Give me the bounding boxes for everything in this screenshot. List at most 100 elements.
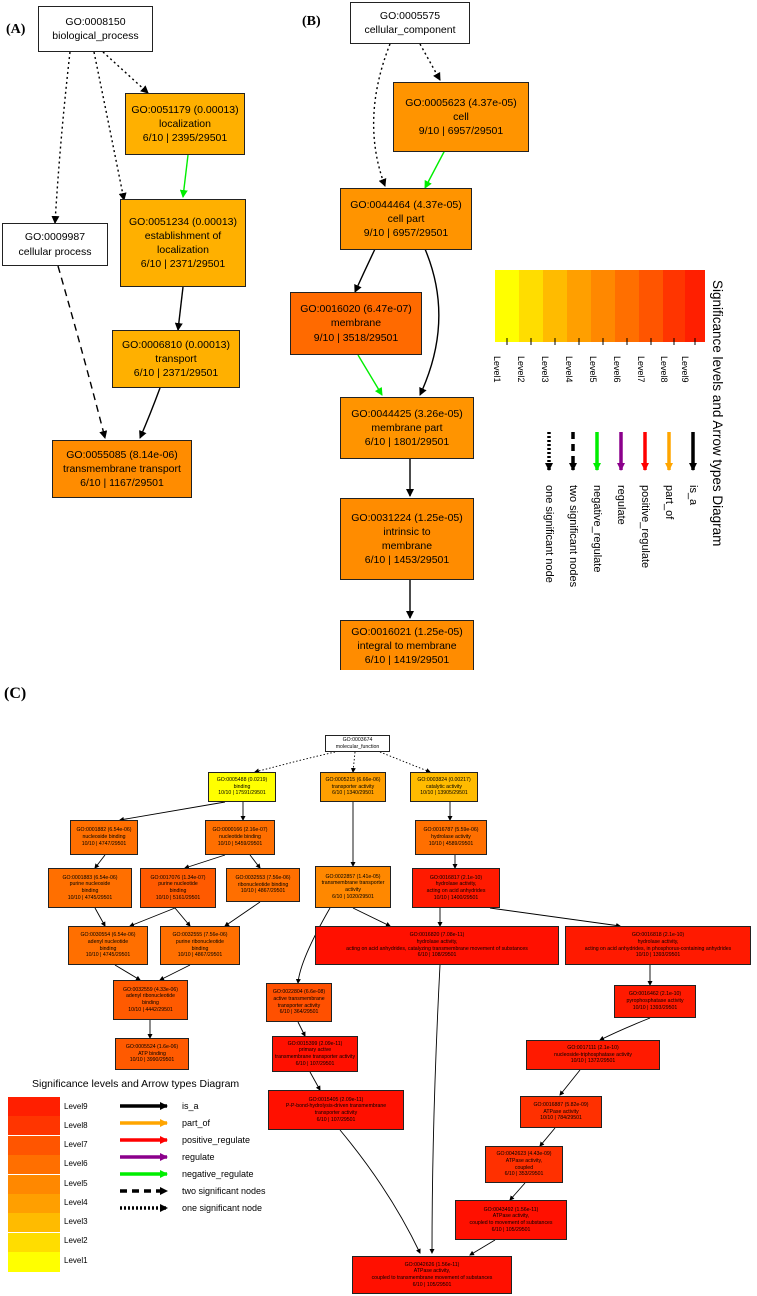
node-term: pyrophosphatase activity bbox=[626, 998, 684, 1005]
panel-a-edges bbox=[51, 51, 189, 439]
node-counts: 10/10 | 4745/29501 bbox=[85, 952, 131, 959]
node-counts: 10/10 | 4442/29501 bbox=[128, 1006, 173, 1013]
legend-ab-level9: Level9 bbox=[680, 356, 690, 383]
node-id: GO:0043492 (1.56e-11) bbox=[483, 1206, 539, 1213]
node-term: binding bbox=[233, 783, 251, 790]
node-cell: GO:0005623 (4.37e-05) cell 9/10 | 6957/2… bbox=[393, 82, 529, 152]
node-intrinsic-to-membrane: GO:0031224 (1.25e-05) intrinsic to membr… bbox=[340, 498, 474, 580]
node-atpase-coupled-movement: GO:0043492 (1.56e-11) ATPase activity, c… bbox=[455, 1200, 567, 1240]
node-term: nucleotide binding bbox=[219, 834, 261, 841]
node-atpase-coupled: GO:0042623 (4.43e-09) ATPase activity, c… bbox=[485, 1146, 563, 1183]
legend-c-level9: Level9 bbox=[64, 1102, 88, 1111]
node-hydrolase-acid-anhydrides: GO:0016817 (2.1e-10) hydrolase activity,… bbox=[412, 868, 500, 908]
legend-ab-two-significant: two significant nodes bbox=[567, 485, 579, 588]
node-counts: 10/10 | 1400/29501 bbox=[433, 894, 479, 901]
node-id: GO:0030554 (6.54e-06) bbox=[80, 932, 136, 938]
node-term-2: acting on acid anhydrides, catalyzing tr… bbox=[346, 945, 528, 952]
node-counts: 10/10 | 4745/29501 bbox=[67, 894, 113, 901]
node-term: adenyl nucleotide bbox=[87, 938, 129, 945]
node-atp-binding: GO:0005524 (1.6e-06) ATP binding 10/10 |… bbox=[115, 1038, 189, 1070]
node-counts: 6/10 | 105/29501 bbox=[491, 1226, 531, 1233]
panel-label-c: (C) bbox=[4, 685, 27, 702]
node-term: nucleoside binding bbox=[82, 834, 126, 841]
node-hydrolase-phosphorus-anhydrides: GO:0016818 (2.1e-10) hydrolase activity,… bbox=[565, 926, 751, 965]
node-id: GO:0005488 (0.0219) bbox=[216, 776, 268, 783]
legend-ab-title: Significance levels and Arrow types Diag… bbox=[710, 280, 725, 547]
node-term: transmembrane transport bbox=[63, 462, 181, 475]
node-pyrophosphatase-activity: GO:0016462 (2.1e-10) pyrophosphatase act… bbox=[614, 985, 696, 1018]
legend-ab-level1: Level1 bbox=[492, 356, 502, 383]
node-term: ATPase activity bbox=[543, 1108, 579, 1115]
node-term: cellular process bbox=[18, 245, 92, 258]
node-counts: 6/10 | 1453/29501 bbox=[364, 554, 450, 567]
node-term: cellular_component bbox=[364, 24, 456, 36]
node-counts: 9/10 | 3518/29501 bbox=[313, 331, 399, 344]
node-id: GO:0017111 (2.1e-10) bbox=[567, 1044, 619, 1051]
legend-c-negative: negative_regulate bbox=[182, 1169, 254, 1179]
legend-c-swatch-9 bbox=[8, 1097, 60, 1117]
legend-ab-arrows bbox=[545, 432, 697, 471]
node-term-2: transporter activity bbox=[314, 1110, 358, 1116]
node-term: purine nucleoside bbox=[69, 881, 111, 888]
node-counts: 6/10 | 353/29501 bbox=[504, 1171, 544, 1178]
node-term: membrane part bbox=[371, 421, 443, 434]
node-id: GO:0015405 (2.09e-11) bbox=[308, 1096, 364, 1103]
node-atpase-transmembrane-movement: GO:0042626 (1.56e-11) ATPase activity, c… bbox=[352, 1256, 512, 1294]
node-term: catalytic activity bbox=[425, 783, 463, 790]
node-id: GO:0003674 bbox=[342, 736, 373, 743]
panel-b-edges bbox=[354, 43, 446, 619]
node-counts: 6/10 | 2395/29501 bbox=[142, 132, 228, 145]
node-term-2: binding bbox=[81, 888, 99, 894]
node-catalytic-activity: GO:0003824 (0.00217) catalytic activity … bbox=[410, 772, 478, 802]
node-id: GO:0051234 (0.00013) bbox=[129, 215, 237, 228]
node-counts: 6/10 | 1340/29501 bbox=[332, 790, 374, 797]
node-counts: 10/10 | 5459/29501 bbox=[217, 840, 263, 847]
node-term: ribonucleotide binding bbox=[237, 881, 289, 888]
node-id: GO:0032555 (7.56e-06) bbox=[172, 932, 228, 938]
node-term: active transmembrane bbox=[273, 995, 325, 1002]
node-counts: 9/10 | 6957/29501 bbox=[363, 227, 449, 240]
node-nucleoside-triphosphatase: GO:0017111 (2.1e-10) nucleoside-triphosp… bbox=[526, 1040, 660, 1070]
node-id: GO:0005215 (6.66e-06) bbox=[325, 776, 381, 783]
node-id: GO:0042626 (1.56e-11) bbox=[404, 1261, 460, 1268]
node-term: hydrolase activity bbox=[431, 834, 471, 841]
node-term-2: acting on acid anhydrides, in phosphorus… bbox=[584, 945, 732, 952]
legend-ab-level4: Level4 bbox=[564, 356, 574, 383]
node-term: cell bbox=[453, 110, 469, 123]
node-counts: 10/10 | 13905/29501 bbox=[420, 790, 468, 797]
node-counts: 6/10 | 1167/29501 bbox=[80, 477, 164, 490]
node-term-2: acting on acid anhydrides bbox=[426, 888, 486, 894]
node-term: ATP binding bbox=[138, 1050, 166, 1057]
node-id: GO:0008150 bbox=[65, 15, 126, 28]
node-id: GO:0006810 (0.00013) bbox=[122, 338, 230, 351]
node-term-2: binding bbox=[169, 888, 187, 894]
node-counts: 6/10 | 107/29501 bbox=[316, 1116, 356, 1123]
node-counts: 10/10 | 4867/29501 bbox=[177, 952, 223, 959]
node-term-2: activity bbox=[345, 887, 361, 893]
node-counts: 6/10 | 2371/29501 bbox=[133, 367, 219, 380]
node-term-2: binding bbox=[142, 1000, 159, 1006]
node-term-2: membrane bbox=[381, 540, 433, 552]
node-binding: GO:0005488 (0.0219) binding 10/10 | 1759… bbox=[208, 772, 276, 802]
node-id: GO:0000166 (2.16e-07) bbox=[212, 827, 268, 834]
node-id: GO:0016817 (2.1e-10) bbox=[429, 874, 483, 881]
legend-ab-regulate: regulate bbox=[615, 485, 627, 525]
node-term: ATPase activity, bbox=[413, 1268, 451, 1275]
legend-c-positive: positive_regulate bbox=[182, 1135, 251, 1145]
node-purine-nucleoside-binding: GO:0001883 (6.54e-06) purine nucleoside … bbox=[48, 868, 132, 908]
node-id: GO:0001882 (6.54e-06) bbox=[76, 827, 132, 834]
node-counts: 6/10 | 1020/29501 bbox=[332, 893, 374, 900]
node-term: transporter activity bbox=[331, 783, 375, 790]
node-hydrolase-catalyzing-transmembrane: GO:0016820 (7.08e-11) hydrolase activity… bbox=[315, 926, 559, 965]
node-term: nucleoside-triphosphatase activity bbox=[554, 1051, 632, 1058]
node-id: GO:0022857 (1.41e-05) bbox=[325, 873, 381, 880]
legend-ab-negative: negative_regulate bbox=[591, 485, 603, 573]
node-counts: 10/10 | 17591/29501 bbox=[218, 790, 266, 797]
node-active-transmembrane-transporter: GO:0022804 (6.6e-08) active transmembran… bbox=[266, 983, 332, 1022]
legend-c-swatch-6 bbox=[8, 1155, 60, 1175]
legend-c-partof: part_of bbox=[182, 1118, 211, 1128]
node-term-2: localization bbox=[157, 244, 209, 256]
legend-c-level3: Level3 bbox=[64, 1217, 88, 1226]
node-term-2: coupled to transmembrane movement of sub… bbox=[371, 1275, 493, 1281]
